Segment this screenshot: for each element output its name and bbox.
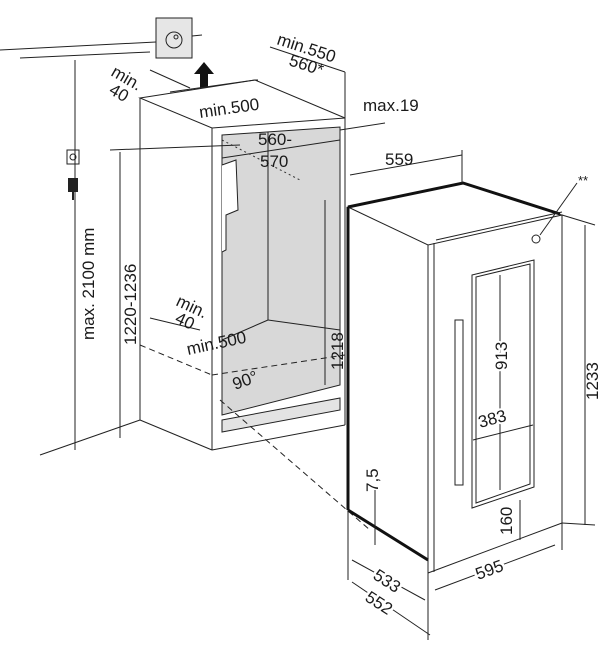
window-height-label: 913 (492, 342, 511, 370)
niche-cabinet (138, 79, 371, 531)
door-width-label: 595 (473, 556, 506, 584)
airflow-arrow-icon (194, 62, 214, 90)
body-width-label: 559 (385, 150, 413, 169)
max-height-label: max. 2100 mm (79, 228, 98, 340)
note-marker: ** (578, 173, 588, 188)
door-handle (454, 319, 464, 486)
niche-width-label: 560- (258, 130, 292, 149)
plug-icon (66, 149, 80, 200)
dimension-lines (19, 46, 596, 640)
socket-icon (0, 17, 203, 59)
inner-height-label: 1218 (328, 332, 347, 370)
wine-cabinet-appliance (346, 181, 578, 574)
niche-height-label: 1220-1236 (121, 264, 140, 345)
window-bottom-label: 160 (497, 507, 516, 535)
max-offset-label: max.19 (363, 96, 419, 115)
niche-width-label-2: 570 (260, 152, 288, 171)
bottom-gap-label: 7,5 (363, 468, 382, 492)
appliance-height-label: 1233 (583, 362, 602, 400)
